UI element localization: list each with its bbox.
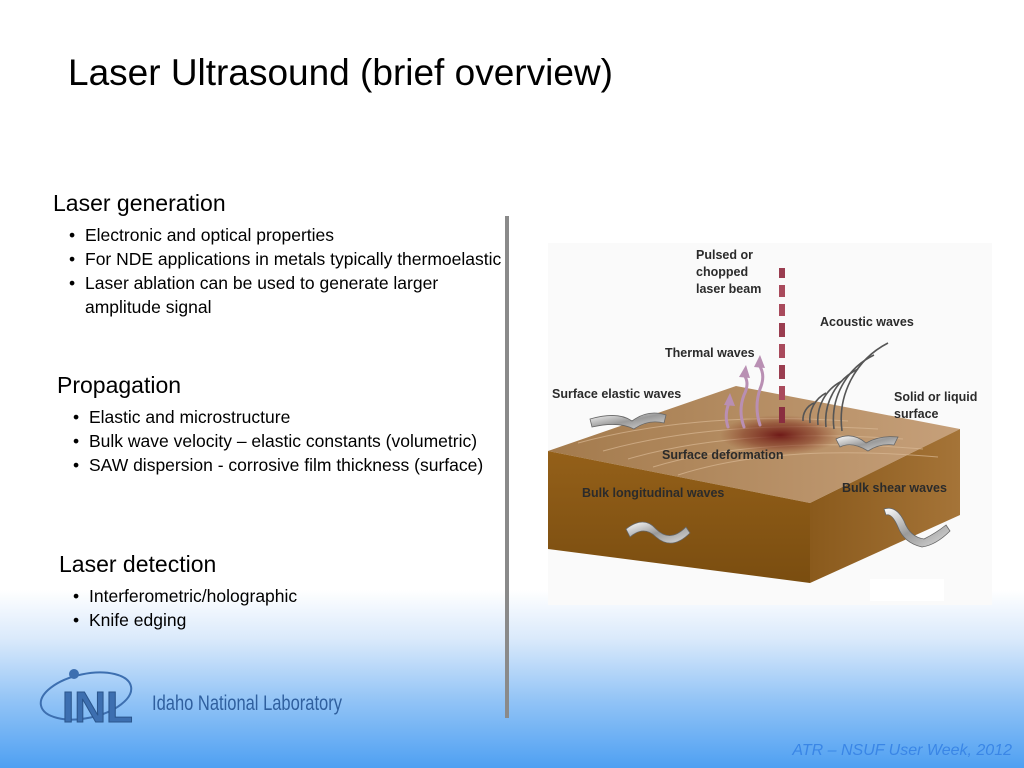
block-side-face	[810, 429, 960, 583]
diagram-blank-patch	[870, 579, 944, 601]
label-solid-liquid-line1: Solid or liquid	[894, 390, 977, 404]
label-surface-deformation: Surface deformation	[662, 448, 784, 462]
label-acoustic-waves: Acoustic waves	[820, 315, 914, 329]
section-laser-detection: Laser detection Interferometric/holograp…	[59, 551, 499, 632]
laser-beam	[779, 268, 785, 423]
label-surface-elastic-waves: Surface elastic waves	[552, 387, 681, 401]
bullet-item: Bulk wave velocity – elastic constants (…	[69, 429, 497, 453]
inl-logo: INL Idaho National Laboratory	[39, 669, 342, 733]
section-heading: Propagation	[57, 372, 182, 398]
label-bulk-shear-waves: Bulk shear waves	[842, 481, 947, 495]
bullet-item: Knife edging	[69, 608, 499, 632]
bullet-item: Electronic and optical properties	[65, 223, 503, 247]
block-front-face	[548, 451, 810, 583]
bullet-list: Electronic and optical properties For ND…	[65, 223, 503, 319]
label-pulsed-beam-line2: chopped	[696, 265, 748, 279]
logo-orbit-icon	[39, 671, 133, 721]
footer-text: ATR – NSUF User Week, 2012	[792, 742, 1012, 759]
label-pulsed-beam-line1: Pulsed or	[696, 248, 753, 262]
section-propagation: Propagation Elastic and microstructure B…	[57, 372, 497, 477]
label-solid-liquid-line2: surface	[894, 407, 939, 421]
label-bulk-longitudinal-waves: Bulk longitudinal waves	[582, 486, 724, 500]
vertical-divider	[505, 216, 509, 718]
logo-lab-name: Idaho National Laboratory	[152, 692, 342, 715]
bullet-item: Laser ablation can be used to generate l…	[65, 271, 503, 319]
acoustic-wave-arcs	[802, 342, 889, 432]
thermal-arrow-heads	[724, 355, 765, 406]
longitudinal-wave-ribbon	[625, 521, 691, 544]
surface-elastic-ribbon	[589, 412, 667, 430]
shear-wave-ribbon	[883, 507, 951, 548]
bullet-item: Interferometric/holographic	[69, 584, 499, 608]
label-thermal-waves: Thermal waves	[665, 346, 755, 360]
bullet-list: Interferometric/holographic Knife edging	[69, 584, 499, 632]
section-heading: Laser generation	[53, 190, 226, 216]
bullet-item: For NDE applications in metals typically…	[65, 247, 503, 271]
bullet-item: SAW dispersion - corrosive film thicknes…	[69, 453, 497, 477]
bullet-item: Elastic and microstructure	[69, 405, 497, 429]
logo-dot-icon	[69, 669, 79, 679]
laser-ultrasound-diagram: Pulsed or chopped laser beam Acoustic wa…	[548, 243, 992, 605]
section-heading: Laser detection	[59, 551, 217, 577]
slide-title: Laser Ultrasound (brief overview)	[68, 52, 613, 93]
label-pulsed-beam-line3: laser beam	[696, 282, 761, 296]
bullet-list: Elastic and microstructure Bulk wave vel…	[69, 405, 497, 477]
heated-spot	[720, 415, 840, 455]
section-laser-generation: Laser generation Electronic and optical …	[53, 190, 503, 319]
logo-mark: INL	[62, 683, 133, 732]
surface-right-ribbon	[835, 435, 899, 452]
